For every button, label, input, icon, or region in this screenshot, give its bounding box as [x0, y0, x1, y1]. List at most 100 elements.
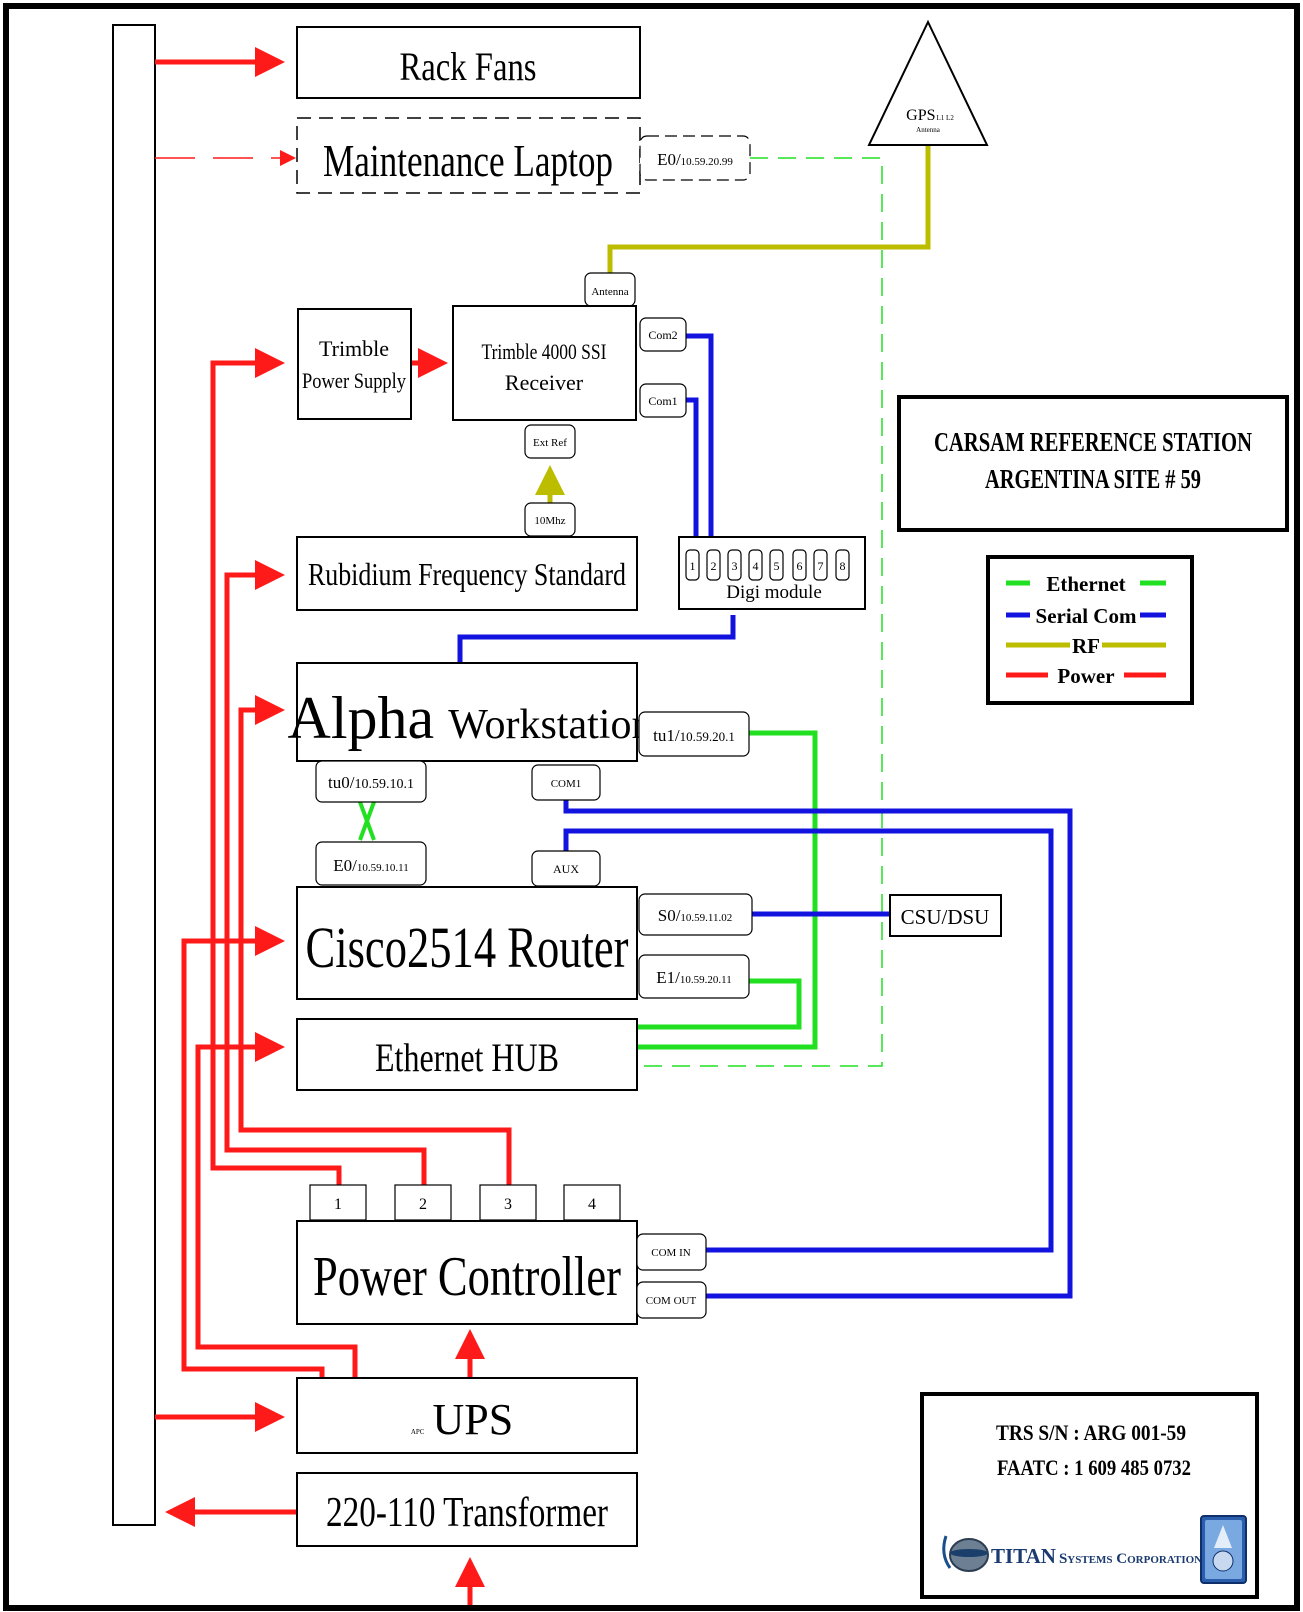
digi-port-6: [792, 549, 807, 581]
digi-port-label: 5: [774, 559, 780, 573]
page-frame: [3, 3, 1300, 1611]
rubidium-10mhz-label: 10Mhz: [534, 515, 565, 527]
transformer-box: [296, 1472, 638, 1547]
digi-port-label: 4: [753, 559, 759, 573]
power-outlet-label: 3: [504, 1196, 512, 1213]
cisco-router-box: [296, 886, 638, 1000]
pwr-ups-router: [181, 926, 325, 1378]
receiver-ext-ref-port: [524, 424, 576, 459]
receiver-com2-label: Com2: [648, 328, 677, 342]
digi-port-3: [727, 549, 742, 581]
router-aux-serial: [563, 828, 1054, 1253]
e1-to-hub-ethernet: [637, 978, 802, 1030]
router-e1-port: [638, 954, 750, 999]
digi-port-5: [769, 549, 784, 581]
digi-module-label: Digi module: [726, 582, 822, 603]
trimble-ps-line1: Trimble: [319, 336, 389, 361]
title-line2: ARGENTINA SITE # 59: [985, 464, 1201, 494]
title-line1: CARSAM REFERENCE STATION: [934, 427, 1252, 457]
power-outlet-label: 4: [588, 1196, 596, 1213]
digi-port-4: [748, 549, 763, 581]
digi-port-label: 1: [690, 559, 696, 573]
alpha-tu1-label: tu1/10.59.20.1: [653, 726, 735, 745]
router-e0-label: E0/10.59.10.11: [333, 856, 408, 875]
power-outlet-label: 1: [334, 1196, 342, 1213]
legend-rf-label: RF: [1072, 634, 1100, 658]
pwr-laptop-arrowhead: [280, 150, 296, 166]
digi-port-8: [835, 549, 850, 581]
titan-logo-swoosh: [942, 1535, 952, 1569]
pwr-outlet1-trimble: [210, 348, 342, 1185]
controller-com-in-label: COM IN: [651, 1247, 690, 1259]
digi-port-1: [685, 549, 700, 581]
receiver-line2: Receiver: [505, 370, 584, 395]
digi-port-label: 2: [711, 559, 717, 573]
trimble-receiver-box: [452, 305, 637, 421]
router-s0-port: [638, 893, 753, 936]
router-e1-label: E1/10.59.20.11: [656, 968, 731, 987]
tu0-e0-crossover: [358, 801, 376, 841]
digi-port-label: 6: [797, 559, 803, 573]
laptop-ethernet-link: [637, 157, 883, 1067]
ethernet-hub-label: Ethernet HUB: [375, 1035, 559, 1080]
receiver-com1-port: [639, 383, 687, 418]
titan-globe-band: [950, 1549, 988, 1557]
rack-fans-label: Rack Fans: [400, 44, 537, 89]
trimble-power-supply-box: [297, 308, 412, 420]
receiver-ext-ref-label: Ext Ref: [533, 437, 567, 449]
controller-com-out-label: COM OUT: [646, 1295, 697, 1307]
receiver-line1: Trimble 4000 SSI: [482, 339, 607, 364]
rack-fans-box: [296, 26, 641, 99]
com2-serial: [686, 333, 714, 560]
power-controller-label: Power Controller: [313, 1246, 621, 1308]
digi-to-alpha-serial: [457, 615, 736, 663]
csu-dsu-box: [889, 894, 1002, 937]
digi-port-7: [813, 549, 828, 581]
digi-port-label: 3: [732, 559, 738, 573]
rubidium-label: Rubidium Frequency Standard: [308, 556, 626, 592]
cisco-router-label: Cisco2514 Router: [306, 915, 629, 980]
pwr-outlet3-alpha: [238, 695, 512, 1185]
gps-antenna-icon: [867, 19, 989, 146]
digi-port-2: [706, 549, 721, 581]
pwr-outlet2-rubidium: [224, 560, 427, 1185]
legend-serial-label: Serial Com: [1036, 604, 1137, 628]
alpha-com1-label: COM1: [551, 778, 582, 790]
gps-antenna-sublabel: Antenna: [916, 126, 941, 134]
laptop-e0-port: [639, 135, 751, 181]
gps-label: GPSL1 L2: [906, 107, 954, 124]
alpha-com1-serial: [563, 800, 1073, 1299]
receiver-com2-port: [639, 317, 687, 352]
ups-box: [296, 1377, 638, 1454]
trs-serial: TRS S/N : ARG 001-59: [996, 1420, 1186, 1445]
maintenance-laptop-label: Maintenance Laptop: [323, 135, 613, 186]
alpha-workstation-box: [296, 662, 638, 762]
csu-dsu-label: CSU/DSU: [901, 905, 990, 929]
ethernet-hub-box: [296, 1018, 638, 1091]
receiver-com1-label: Com1: [648, 394, 677, 408]
tu1-to-hub-ethernet: [637, 730, 818, 1050]
receiver-antenna-port-label: Antenna: [591, 286, 628, 298]
pwr-ups-hub: [195, 1032, 358, 1378]
router-aux-label: AUX: [553, 862, 579, 876]
alpha-tu0-label: tu0/10.59.10.1: [328, 773, 414, 792]
alpha-tu0-port: [315, 760, 427, 803]
faatc-phone: FAATC : 1 609 485 0732: [997, 1455, 1191, 1480]
legend-ethernet-label: Ethernet: [1046, 572, 1125, 596]
maintenance-laptop-box: [296, 117, 641, 194]
rubidium-box: [296, 536, 638, 611]
router-e0-port: [315, 841, 427, 886]
trimble-ps-line2: Power Supply: [302, 368, 406, 393]
legend-power-label: Power: [1057, 664, 1114, 688]
router-s0-label: S0/10.59.11.02: [658, 906, 733, 925]
alpha-tu1-port: [638, 711, 750, 757]
power-outlet-1: [309, 1184, 367, 1221]
gps-rf-cable: [607, 142, 931, 273]
